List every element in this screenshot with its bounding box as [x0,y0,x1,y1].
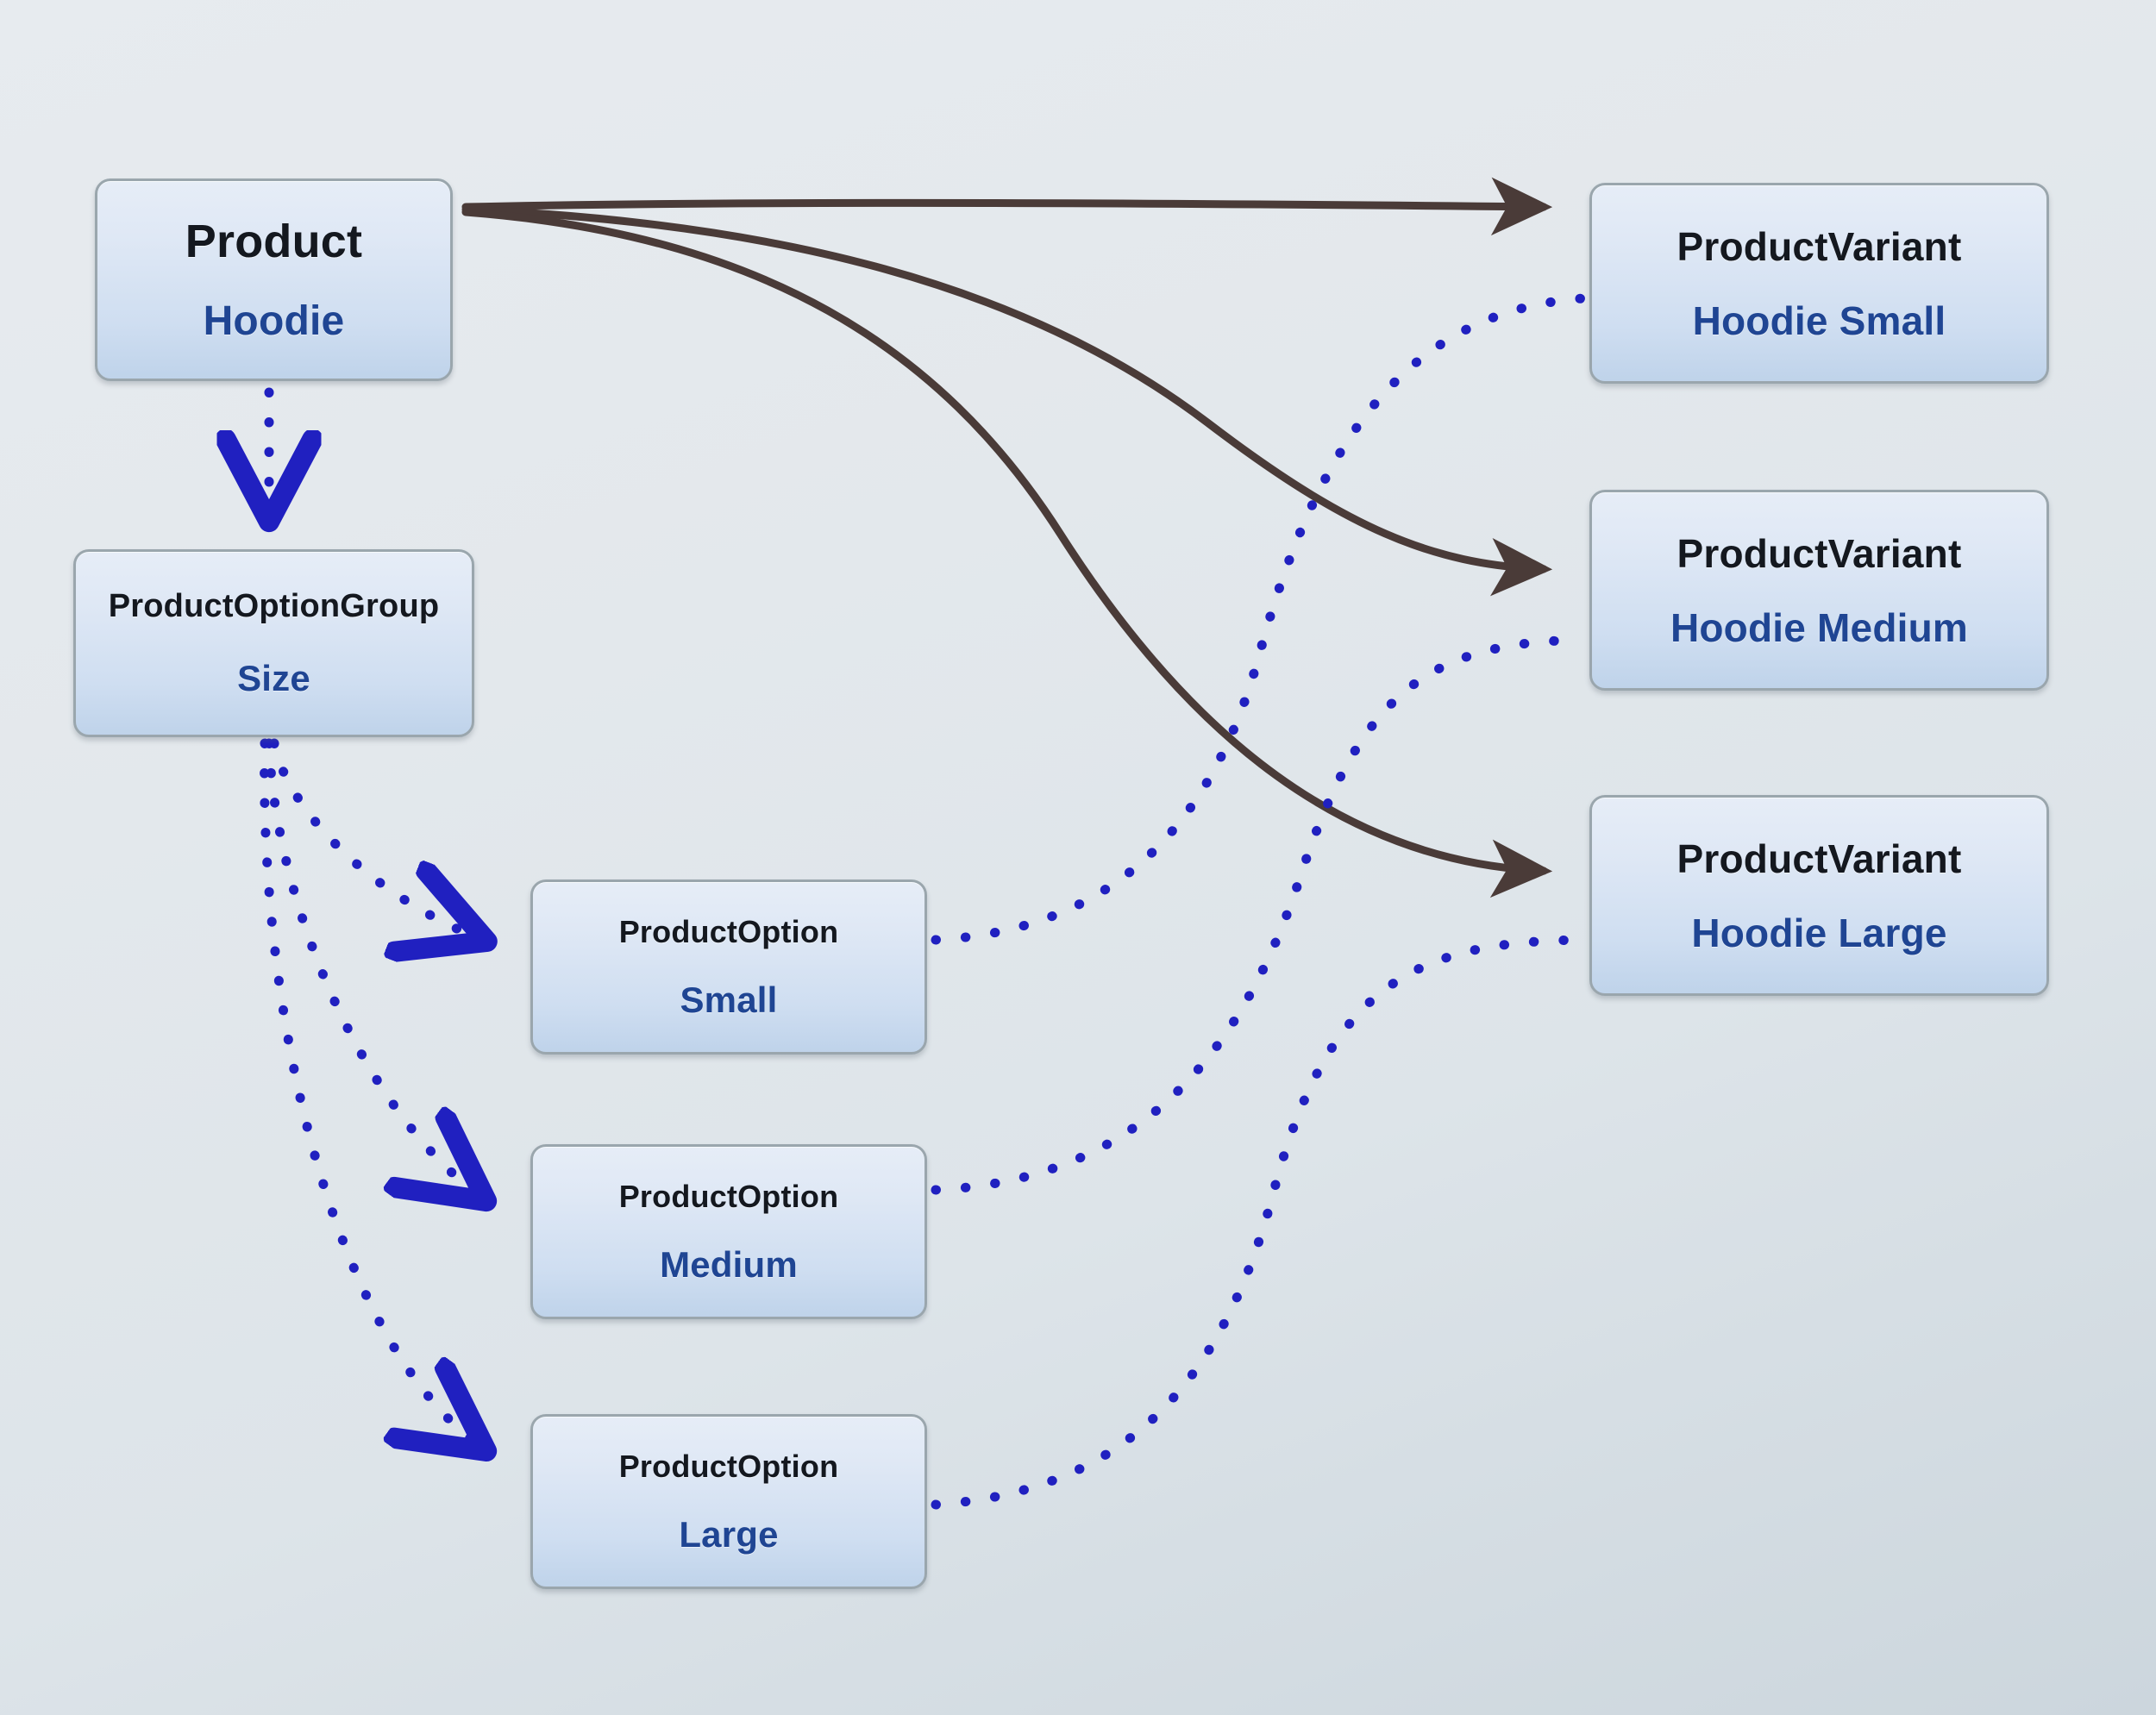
node-product-option-group[interactable]: ProductOptionGroup Size [73,549,474,737]
node-product-variant-small-type: ProductVariant [1677,223,1962,269]
edge-product-to-variant-medium [461,205,1553,597]
edge-product-to-variant-large [461,208,1553,898]
node-product-option-small-type: ProductOption [618,913,839,949]
node-product-variant-small[interactable]: ProductVariant Hoodie Small [1589,183,2049,384]
edge-optiongroup-to-option-small [269,738,483,940]
node-product-option-small-label: Small [680,979,778,1020]
node-product-option-small[interactable]: ProductOption Small [530,879,927,1055]
edge-option-small-to-variant-small [931,293,1589,945]
edge-product-to-variant-small [461,177,1553,236]
edge-option-medium-to-variant-medium [931,635,1589,1195]
node-product-option-large-label: Large [679,1513,779,1555]
node-product-variant-large[interactable]: ProductVariant Hoodie Large [1589,795,2049,996]
node-product-option-medium-label: Medium [660,1243,798,1285]
node-product-option-medium[interactable]: ProductOption Medium [530,1144,927,1319]
node-product-variant-large-label: Hoodie Large [1691,910,1947,955]
edge-optiongroup-to-option-large [260,738,483,1449]
node-product-variant-medium[interactable]: ProductVariant Hoodie Medium [1589,490,2049,691]
node-product-type: Product [185,216,363,267]
node-product-option-medium-type: ProductOption [618,1178,839,1214]
node-product-variant-medium-label: Hoodie Medium [1670,604,1969,650]
node-product-variant-small-label: Hoodie Small [1692,297,1946,343]
edge-optiongroup-to-option-medium [264,738,483,1199]
node-product-label: Hoodie [203,298,345,344]
node-product-option-large-type: ProductOption [618,1448,839,1484]
node-product-variant-large-type: ProductVariant [1677,836,1962,881]
node-product-option-group-label: Size [237,657,310,698]
edge-option-large-to-variant-large [931,935,1589,1510]
node-product-option-large[interactable]: ProductOption Large [530,1414,927,1589]
node-product-option-group-type: ProductOptionGroup [108,587,440,624]
node-product-variant-medium-type: ProductVariant [1677,530,1962,576]
node-product[interactable]: Product Hoodie [95,178,453,381]
